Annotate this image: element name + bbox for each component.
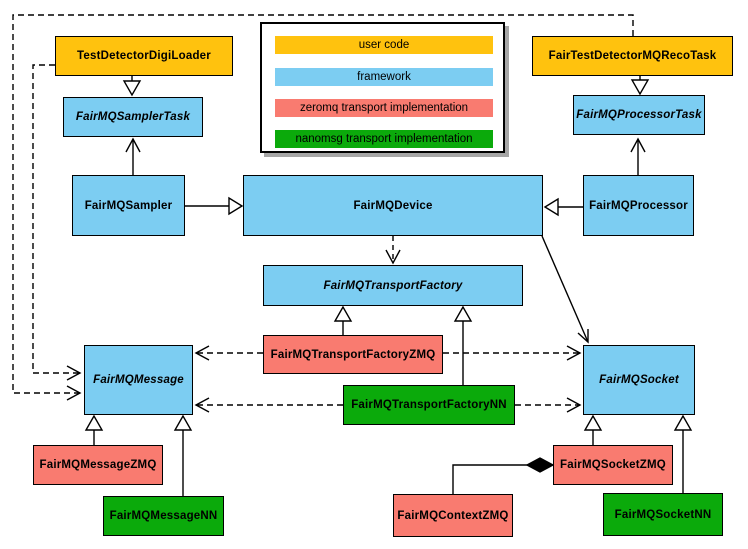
edge-inherit-sampler-device bbox=[185, 196, 244, 216]
legend-item-framework: framework bbox=[275, 68, 493, 86]
edge-inherit-messagezmq-message bbox=[84, 414, 104, 445]
edge-inherit-socketnn-socket bbox=[673, 414, 693, 493]
edge-dep-device-transportfactory bbox=[385, 236, 401, 265]
edge-inherit-recotask-processortask bbox=[630, 76, 650, 96]
node-fairmqtransportfactory: FairMQTransportFactory bbox=[263, 265, 523, 306]
node-fairmqcontextzmq: FairMQContextZMQ bbox=[393, 494, 513, 537]
node-fairmqsampler: FairMQSampler bbox=[72, 175, 185, 236]
edge-dep-recotask-message bbox=[12, 14, 634, 401]
legend-item-nanomsg: nanomsg transport implementation bbox=[275, 130, 493, 148]
node-fairtestdetectormqrecotask: FairTestDetectorMQRecoTask bbox=[532, 36, 733, 76]
edge-inherit-digiloader-samplertask bbox=[122, 76, 142, 97]
node-fairmqmessage: FairMQMessage bbox=[84, 345, 193, 415]
legend: user code framework zeromq transport imp… bbox=[260, 22, 505, 153]
edge-dep-factorynn-message bbox=[194, 397, 343, 413]
node-fairmqsocketzmq: FairMQSocketZMQ bbox=[553, 445, 673, 485]
node-fairmqsocketnn: FairMQSocketNN bbox=[603, 493, 723, 536]
node-fairmqprocessortask: FairMQProcessorTask bbox=[573, 95, 705, 135]
edge-assoc-device-socket bbox=[541, 235, 589, 344]
edge-assoc-sampler-samplertask bbox=[125, 137, 141, 175]
node-fairmqprocessor: FairMQProcessor bbox=[583, 175, 694, 236]
edge-inherit-processor-device bbox=[543, 197, 583, 217]
edge-comp-socketzmq-contextzmq bbox=[452, 457, 555, 494]
node-fairmqtransportfactorynn: FairMQTransportFactoryNN bbox=[343, 385, 515, 425]
node-fairmqdevice: FairMQDevice bbox=[243, 175, 543, 236]
legend-item-user-code: user code bbox=[275, 36, 493, 54]
edge-assoc-processor-processortask bbox=[630, 137, 646, 175]
edge-dep-factorynn-socket bbox=[515, 397, 582, 413]
edge-dep-factoryzmq-socket bbox=[443, 345, 582, 361]
edge-inherit-socketzmq-socket bbox=[583, 414, 603, 445]
node-fairmqtransportfactoryzmq: FairMQTransportFactoryZMQ bbox=[263, 335, 443, 374]
node-fairmqsocket: FairMQSocket bbox=[583, 345, 695, 415]
edge-inherit-messagenn-message bbox=[173, 414, 193, 496]
node-fairmqmessagezmq: FairMQMessageZMQ bbox=[33, 445, 163, 485]
node-testdetectordigiloader: TestDetectorDigiLoader bbox=[55, 36, 233, 76]
legend-item-zeromq: zeromq transport implementation bbox=[275, 99, 493, 117]
edge-inherit-factoryzmq-factory bbox=[333, 305, 353, 335]
node-fairmqmessagenn: FairMQMessageNN bbox=[103, 496, 224, 536]
node-fairmqsamplertask: FairMQSamplerTask bbox=[63, 97, 203, 137]
edge-inherit-factorynn-factory bbox=[453, 305, 473, 385]
edge-dep-digiloader-message bbox=[32, 64, 82, 381]
edge-dep-factoryzmq-message bbox=[194, 345, 263, 361]
